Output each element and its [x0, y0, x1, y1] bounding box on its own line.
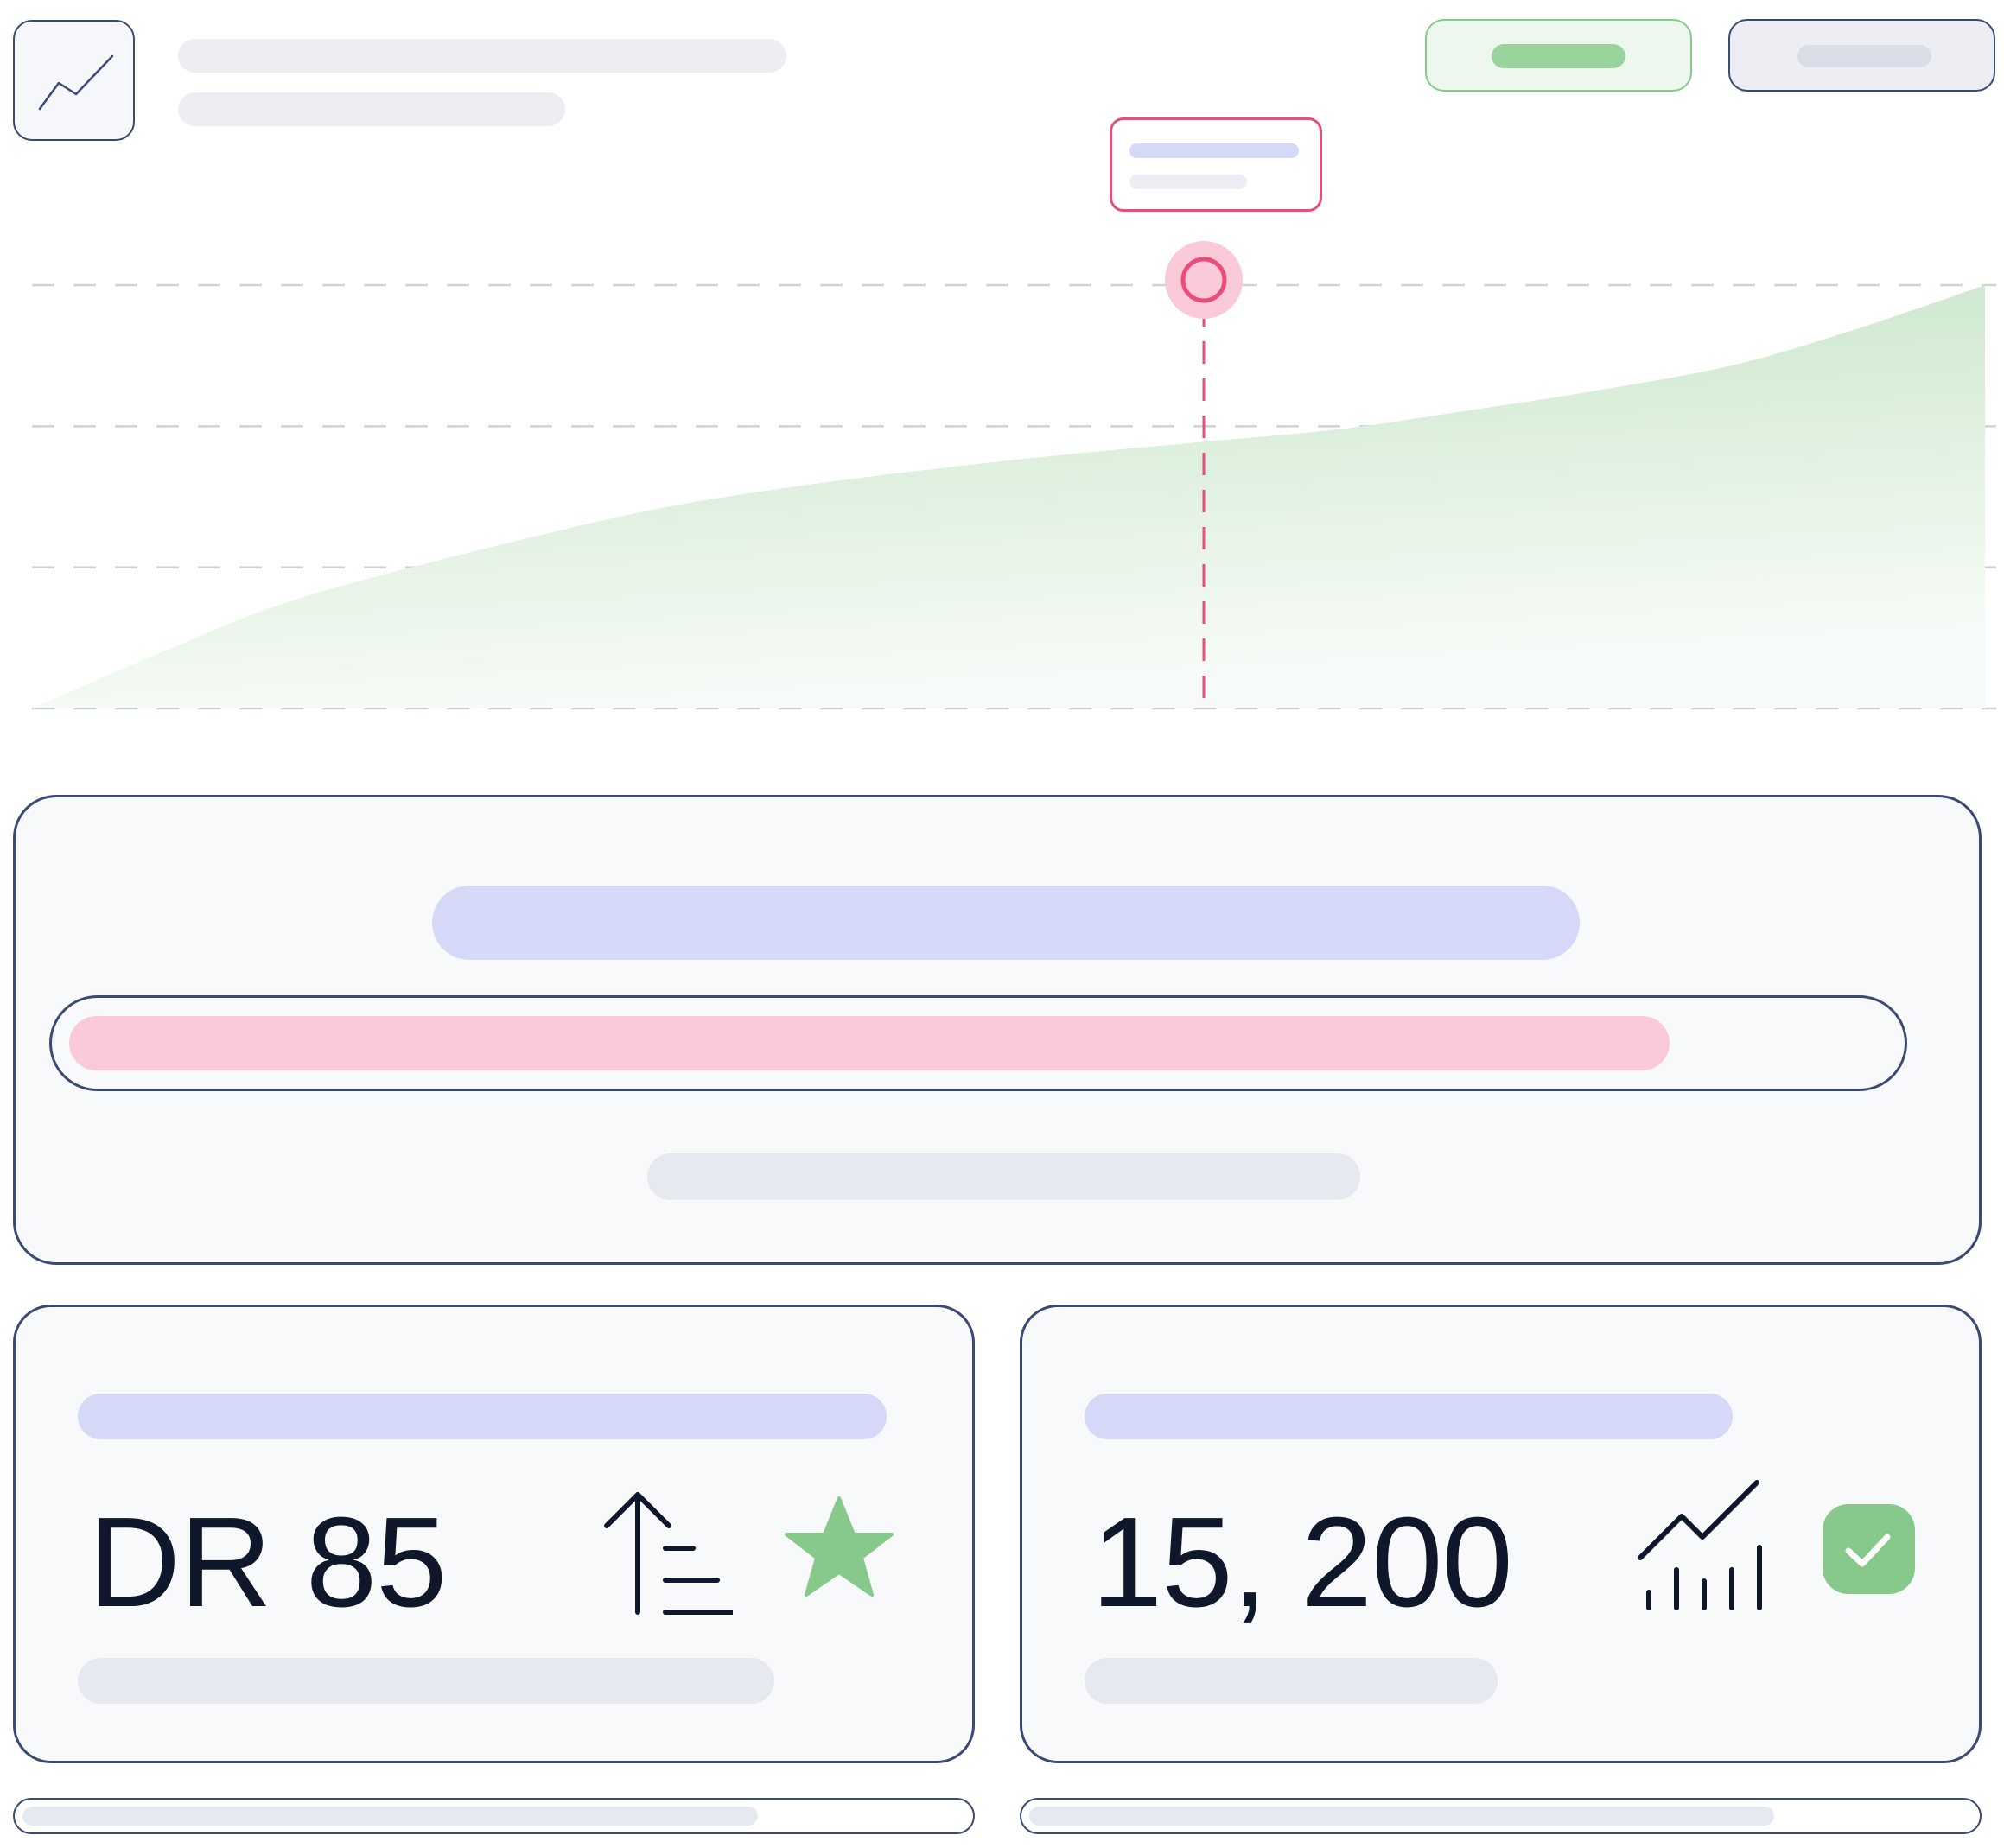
star-icon	[785, 1496, 894, 1597]
summary-caption-placeholder	[647, 1153, 1360, 1200]
stat-value: 15, 200	[1091, 1491, 1513, 1634]
highlight-marker[interactable]	[1180, 257, 1227, 303]
chart-tooltip	[1110, 117, 1322, 212]
stat-card-domain-rating: DR 85	[13, 1305, 975, 1763]
trend-line-icon	[38, 54, 114, 111]
progress-fill	[69, 1016, 1670, 1070]
progress-track	[49, 995, 1907, 1091]
stat-caption-placeholder	[1085, 1658, 1498, 1704]
area-chart	[32, 241, 1996, 710]
sort-ascending-icon	[604, 1492, 733, 1615]
stat-value: DR 85	[88, 1491, 448, 1634]
summary-title-placeholder	[432, 886, 1580, 960]
app-logo	[13, 20, 135, 141]
check-badge-icon	[1823, 1504, 1915, 1594]
primary-button-label-placeholder	[1492, 44, 1625, 68]
stat-title-placeholder	[78, 1394, 887, 1439]
page-title-placeholder	[178, 39, 786, 73]
chart-area	[32, 285, 1985, 708]
footer-bar-right	[1020, 1798, 1982, 1834]
page-subtitle-placeholder	[178, 92, 565, 126]
stat-card-traffic: 15, 200	[1020, 1305, 1982, 1763]
tooltip-value-placeholder	[1129, 175, 1247, 189]
tooltip-title-placeholder	[1129, 143, 1299, 158]
secondary-button[interactable]	[1728, 19, 1995, 92]
stat-title-placeholder	[1085, 1394, 1733, 1439]
trend-bars-icon	[1638, 1480, 1762, 1610]
footer-bar-left	[13, 1798, 975, 1834]
primary-button[interactable]	[1425, 19, 1692, 92]
footer-bar-right-fill	[1029, 1807, 1774, 1826]
stat-caption-placeholder	[78, 1658, 774, 1704]
footer-bar-left-fill	[22, 1807, 758, 1826]
secondary-button-label-placeholder	[1797, 45, 1931, 67]
